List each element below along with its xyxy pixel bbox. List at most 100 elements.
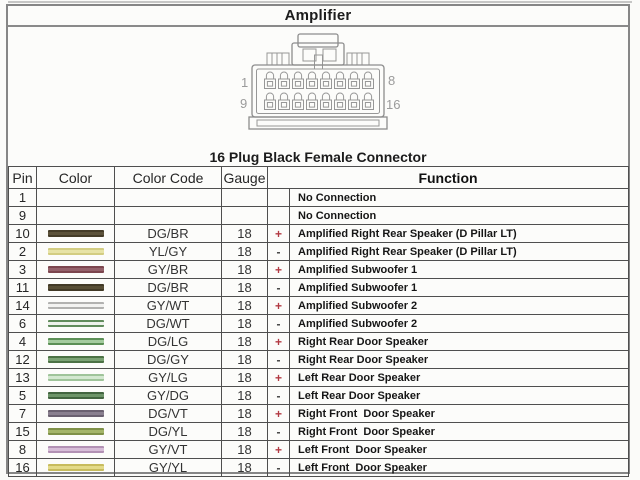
pin-cell: 9 [8,206,37,225]
gauge-cell: 18 [221,242,268,261]
color-code-cell: DG/BR [114,224,222,243]
gauge-cell: 18 [221,260,268,279]
color-cell [36,260,115,279]
color-code-cell: DG/VT [114,404,222,423]
gauge-cell: 18 [221,350,268,369]
function-cell: Right Front Door Speaker [288,422,630,441]
color-cell [36,242,115,261]
color-code-cell: DG/GY [114,350,222,369]
pin-cell: 12 [8,350,37,369]
header-pin: Pin [8,166,37,189]
polarity-cell: + [267,260,290,279]
pinout-table: Pin Color Color Code Gauge Function 1 No… [8,166,630,477]
terminal [348,92,360,110]
function-cell: Left Front Door Speaker [288,458,630,477]
color-code-cell: GY/LG [114,368,222,387]
wire-color-swatch [47,230,104,237]
color-cell [36,278,115,297]
function-cell: Right Front Door Speaker [288,404,630,423]
color-code-cell: DG/WT [114,314,222,333]
function-cell: No Connection [288,188,630,207]
color-code-cell: GY/WT [114,296,222,315]
gauge-cell: 18 [221,332,268,351]
table-row: 10 DG/BR 18 + Amplified Right Rear Speak… [8,224,630,243]
header-color: Color [36,166,115,189]
pin-cell: 15 [8,422,37,441]
rib-block-right [346,52,370,66]
table-row: 12 DG/GY 18 - Right Rear Door Speaker [8,350,630,369]
color-cell [36,314,115,333]
table-row: 7 DG/VT 18 + Right Front Door Speaker [8,404,630,423]
color-cell [36,458,115,477]
polarity-cell: - [267,386,290,405]
function-cell: Amplified Right Rear Speaker (D Pillar L… [288,224,630,243]
pin-cell: 4 [8,332,37,351]
polarity-cell: + [267,332,290,351]
table-row: 5 GY/DG 18 - Left Rear Door Speaker [8,386,630,405]
terminal [348,71,360,89]
color-cell [36,206,115,225]
pin-cell: 1 [8,188,37,207]
gauge-cell: 18 [221,368,268,387]
polarity-cell [267,206,290,225]
wire-color-swatch [47,392,104,399]
color-code-cell: GY/DG [114,386,222,405]
wire-color-swatch [47,284,104,291]
color-cell [36,404,115,423]
wire-color-swatch [47,374,104,381]
terminal [264,92,276,110]
pin-label-8: 8 [388,73,395,88]
terminal [362,71,374,89]
gauge-cell: 18 [221,404,268,423]
rib-block-left [266,52,290,66]
header-color-code: Color Code [114,166,222,189]
table-row: 15 DG/YL 18 - Right Front Door Speaker [8,422,630,441]
table-header-row: Pin Color Color Code Gauge Function [8,166,630,189]
pin-cell: 3 [8,260,37,279]
color-code-cell: GY/YL [114,458,222,477]
wire-color-swatch [47,356,104,363]
pin-cell: 10 [8,224,37,243]
function-cell: Right Rear Door Speaker [288,350,630,369]
wire-color-swatch [47,464,104,471]
color-cell [36,440,115,459]
terminal [306,92,318,110]
page-title: Amplifier [284,7,352,24]
polarity-cell: + [267,404,290,423]
terminal [334,92,346,110]
connector-diagram-area: 1 8 9 16 16 Plug Black Female Connector [8,27,628,166]
wire-color-swatch [47,338,104,345]
color-cell [36,422,115,441]
table-row: 13 GY/LG 18 + Left Rear Door Speaker [8,368,630,387]
table-row: 16 GY/YL 18 - Left Front Door Speaker [8,458,630,477]
pin-label-1: 1 [241,75,248,90]
table-row: 4 DG/LG 18 + Right Rear Door Speaker [8,332,630,351]
color-code-cell: DG/LG [114,332,222,351]
function-cell: Left Front Door Speaker [288,440,630,459]
table-row: 11 DG/BR 18 - Amplified Subwoofer 1 [8,278,630,297]
color-code-cell: GY/BR [114,260,222,279]
terminal [362,92,374,110]
color-cell [36,386,115,405]
polarity-cell: + [267,296,290,315]
color-cell [36,224,115,243]
color-code-cell: DG/BR [114,278,222,297]
polarity-cell: + [267,224,290,243]
polarity-cell: - [267,458,290,477]
latch-window-right [322,48,337,62]
table-row: 6 DG/WT 18 - Amplified Subwoofer 2 [8,314,630,333]
polarity-cell: + [267,440,290,459]
polarity-cell: - [267,314,290,333]
wire-color-swatch [47,302,104,309]
terminal [278,71,290,89]
wire-color-swatch [47,410,104,417]
function-cell: Left Rear Door Speaker [288,368,630,387]
header-function: Function [266,166,630,189]
pin-cell: 7 [8,404,37,423]
terminal [292,71,304,89]
connector-skirt [248,116,388,130]
pin-cell: 13 [8,368,37,387]
rib-lines-right [351,53,363,65]
pin-cell: 8 [8,440,37,459]
